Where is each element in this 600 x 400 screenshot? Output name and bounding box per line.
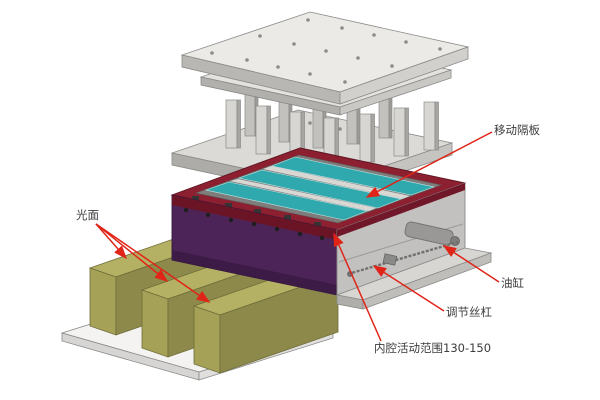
adjusting-screw xyxy=(347,240,459,277)
mold-front-shadow-band xyxy=(172,250,337,295)
cavity-strip-3 xyxy=(204,181,369,221)
rim-clamp-tabs xyxy=(192,196,321,227)
label-adjusting-screw: 调节丝杠 xyxy=(446,305,492,319)
cavity-strip-2 xyxy=(237,169,403,209)
cavity-partitions xyxy=(204,156,436,221)
guide-columns-front xyxy=(225,99,439,167)
mold-body xyxy=(170,147,493,310)
top-platen-bolt-holes xyxy=(210,18,442,84)
mold-front-rim-band xyxy=(172,195,337,240)
leader-line-movable-partition xyxy=(365,131,493,198)
label-cavity-range: 内腔活动范围130-150 xyxy=(374,341,491,355)
leader-line-oil-cylinder xyxy=(442,245,500,283)
base-plate xyxy=(335,247,493,310)
label-movable-partition: 移动隔板 xyxy=(494,123,540,137)
annotations: 光面 移动隔板 油缸 调节丝杠 内腔活动范围130-150 xyxy=(76,123,540,355)
label-oil-cylinder: 油缸 xyxy=(501,276,524,290)
label-smooth-surface: 光面 xyxy=(76,208,99,222)
leader-lines-smooth-surface xyxy=(95,223,211,303)
front-face-bolts xyxy=(183,207,325,241)
top-platen xyxy=(180,11,470,105)
leader-line-adjusting-screw xyxy=(372,265,445,312)
cavity-strip-1 xyxy=(270,156,436,196)
leader-line-cavity-range xyxy=(333,232,382,342)
mold-right-rim-band xyxy=(337,183,465,237)
